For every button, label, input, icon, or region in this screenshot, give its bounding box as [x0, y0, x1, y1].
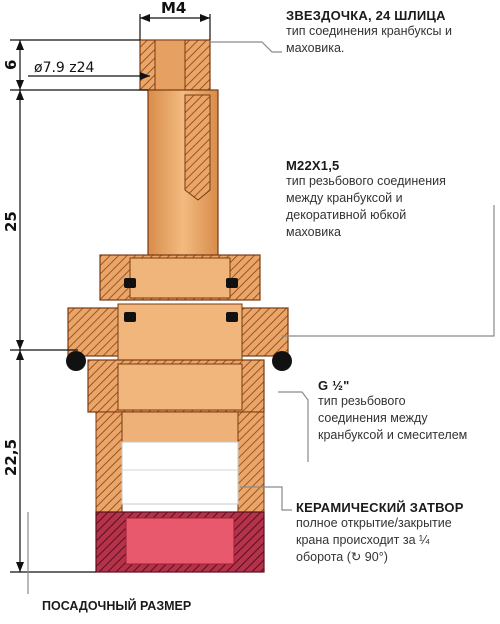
dim-25-label: 25 [2, 211, 20, 232]
annotation-ceramic-desc-3: оборота (↻ 90°) [296, 550, 388, 564]
upper-body [99, 254, 261, 301]
annotation-spline-desc-1: тип соединения кранбуксы и [286, 24, 452, 38]
annotation-ceramic: КЕРАМИЧЕСКИЙ ЗАТВОР полное открытие/закр… [296, 500, 496, 566]
annotation-g12-desc-2: соединения между [318, 411, 428, 425]
o-ring-right [272, 351, 292, 371]
leader-lines [27, 41, 495, 594]
annotation-m22-desc-4: маховика [286, 225, 341, 239]
footer-label: ПОСАДОЧНЫЙ РАЗМЕР [42, 599, 192, 613]
spline-head [139, 39, 211, 91]
dim-22-5-label: 22,5 [2, 439, 20, 476]
hex-body [67, 303, 289, 361]
ceramic-disc [121, 441, 239, 505]
dimension-arrows [16, 14, 210, 572]
annotation-g12: G ½" тип резьбового соединения между кра… [318, 378, 498, 444]
dim-m4-label: M4 [161, 0, 186, 17]
annotation-ceramic-desc-1: полное открытие/закрытие [296, 516, 452, 530]
annotation-g12-title: G ½" [318, 378, 350, 393]
bottom-seal [95, 511, 265, 573]
dim-6-label: 6 [2, 60, 20, 70]
annotation-spline-title: ЗВЕЗДОЧКА, 24 ШЛИЦА [286, 8, 446, 23]
annotation-m22-desc-1: тип резьбового соединения [286, 174, 446, 188]
annotation-ceramic-desc-2: крана происходит за ¼ [296, 533, 430, 547]
annotation-spline: ЗВЕЗДОЧКА, 24 ШЛИЦА тип соединения кранб… [286, 8, 500, 57]
dim-diameter-label: ø7.9 z24 [34, 60, 95, 76]
annotation-m22-title: M22X1,5 [286, 158, 340, 173]
annotation-m22-desc-3: декоративной юбкой [286, 208, 407, 222]
dimension-lines [10, 14, 211, 573]
annotation-g12-desc-3: кранбуксой и смесителем [318, 428, 468, 442]
annotation-spline-desc-2: маховика. [286, 41, 345, 55]
annotation-m22-desc-2: между кранбуксой и [286, 191, 403, 205]
shaft [147, 89, 219, 261]
annotation-ceramic-title: КЕРАМИЧЕСКИЙ ЗАТВОР [296, 500, 464, 515]
annotation-g12-desc-1: тип резьбового [318, 394, 406, 408]
o-ring-left [66, 351, 86, 371]
annotation-m22: M22X1,5 тип резьбового соединения между … [286, 158, 496, 241]
